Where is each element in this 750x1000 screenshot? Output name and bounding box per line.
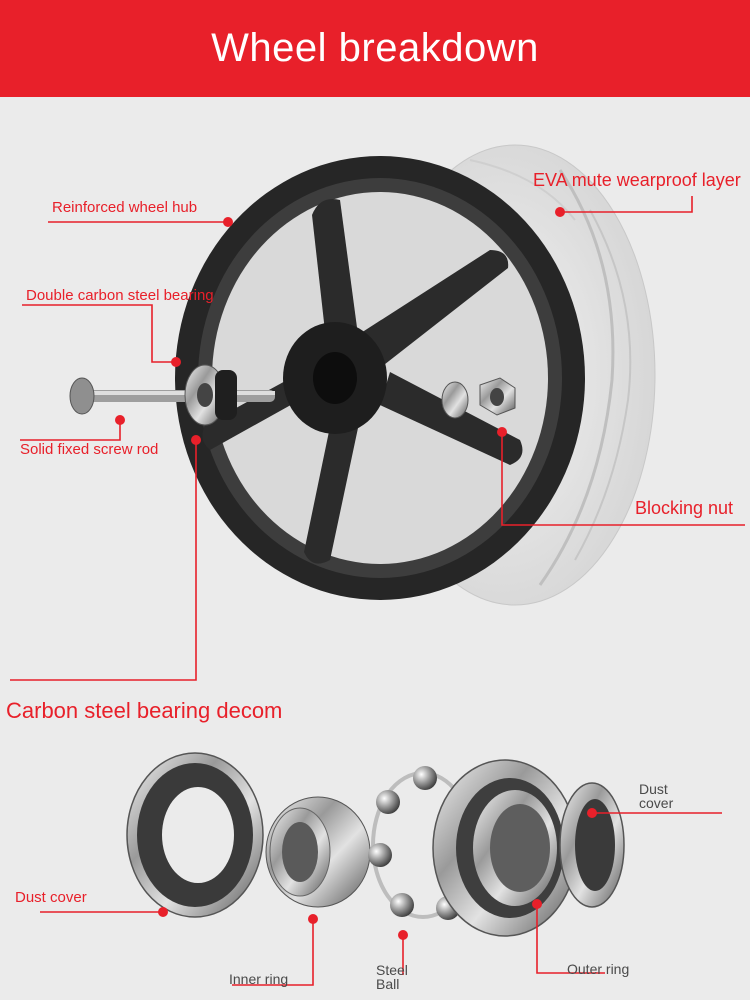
- header-banner: Wheel breakdown: [0, 0, 750, 97]
- leader-lines-top: [10, 196, 745, 681]
- leader-dots-top: [115, 207, 565, 445]
- reinforced-hub: [175, 156, 585, 600]
- inner-ring-art: [265, 796, 371, 908]
- label-dust-cover-right: Dust cover: [639, 781, 674, 811]
- section-title-bearing: Carbon steel bearing decom: [6, 698, 283, 723]
- label-screw-rod: Solid fixed screw rod: [20, 441, 159, 458]
- label-inner-ring: Inner ring: [229, 971, 289, 987]
- label-double-bearing: Double carbon steel bearing: [26, 287, 214, 304]
- blocking-nut-assembly: [441, 377, 516, 419]
- label-steel-ball: Steel Ball: [376, 962, 408, 992]
- dust-cover-right-art: [559, 782, 625, 908]
- leader-lines-bottom: [40, 812, 722, 986]
- leader-dots-bottom: [158, 808, 597, 940]
- label-dust-cover-left: Dust cover: [15, 889, 87, 906]
- label-blocking-nut: Blocking nut: [635, 498, 734, 518]
- label-outer-ring: Outer ring: [567, 961, 630, 977]
- page-title: Wheel breakdown: [211, 26, 539, 70]
- label-eva-layer: EVA mute wearproof layer: [533, 170, 741, 190]
- axle-bearing: [184, 364, 237, 426]
- dust-cover-left-art: [126, 752, 264, 918]
- label-wheel-hub: Reinforced wheel hub: [52, 199, 198, 216]
- outer-ring-art: [432, 759, 578, 937]
